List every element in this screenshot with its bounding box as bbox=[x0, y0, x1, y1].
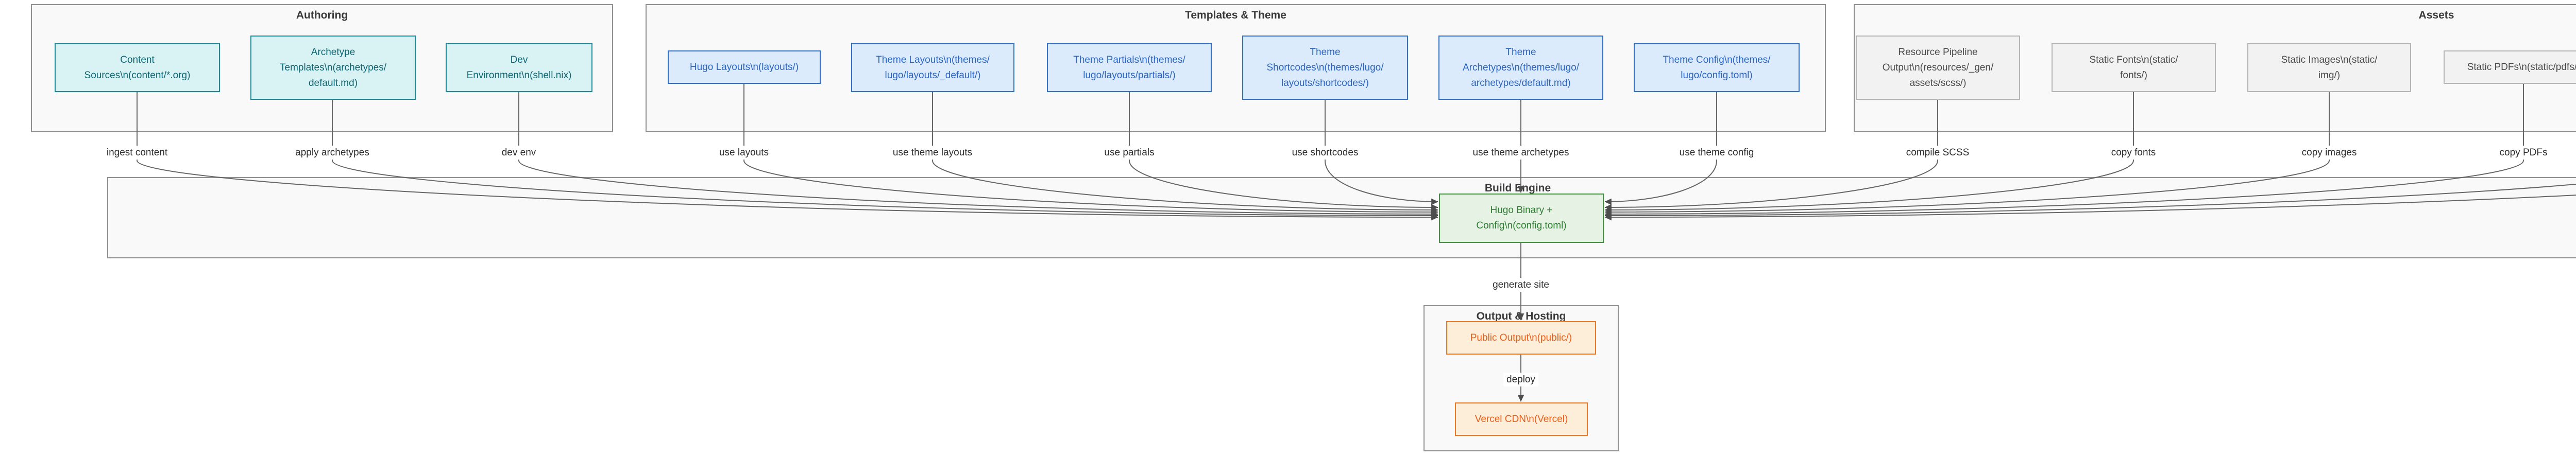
edge-label-compile-scss: compile SCSS bbox=[1903, 146, 1973, 160]
node-dev-environment: Dev Environment\n(shell.nix) bbox=[446, 43, 592, 92]
node-vercel-cdn: Vercel CDN\n(Vercel) bbox=[1455, 402, 1588, 436]
node-archetype-templates: Archetype Templates\n(archetypes/ defaul… bbox=[250, 36, 416, 100]
node-static-images: Static Images\n(static/ img/) bbox=[2247, 43, 2411, 92]
edge-label-use-shortcodes: use shortcodes bbox=[1289, 146, 1362, 160]
section-build-engine-title: Build Engine bbox=[1484, 182, 1551, 194]
section-authoring-title: Authoring bbox=[296, 9, 348, 21]
edge-label-apply-archetypes: apply archetypes bbox=[292, 146, 372, 160]
section-templates-theme-title: Templates & Theme bbox=[1185, 9, 1286, 21]
node-public-output: Public Output\n(public/) bbox=[1446, 321, 1596, 355]
node-resource-pipeline-output: Resource Pipeline Output\n(resources/_ge… bbox=[1856, 36, 2020, 100]
edge-label-use-partials: use partials bbox=[1101, 146, 1158, 160]
edge-label-use-theme-layouts: use theme layouts bbox=[889, 146, 976, 160]
edge-label-use-theme-archetypes: use theme archetypes bbox=[1469, 146, 1572, 160]
edge-label-use-layouts: use layouts bbox=[716, 146, 772, 160]
node-theme-config: Theme Config\n(themes/ lugo/config.toml) bbox=[1634, 43, 1800, 92]
section-build-engine: Build Engine bbox=[107, 177, 2576, 258]
edge-label-use-theme-config: use theme config bbox=[1676, 146, 1757, 160]
node-static-fonts: Static Fonts\n(static/ fonts/) bbox=[2052, 43, 2216, 92]
node-theme-partials: Theme Partials\n(themes/ lugo/layouts/pa… bbox=[1047, 43, 1212, 92]
node-hugo-binary-config: Hugo Binary + Config\n(config.toml) bbox=[1439, 194, 1604, 243]
edge-label-copy-fonts: copy fonts bbox=[2108, 146, 2159, 160]
node-static-pdfs: Static PDFs\n(static/pdfs/) bbox=[2444, 50, 2576, 84]
edge-label-deploy: deploy bbox=[1503, 373, 1538, 386]
node-theme-shortcodes: Theme Shortcodes\n(themes/lugo/ layouts/… bbox=[1242, 36, 1408, 100]
node-theme-layouts: Theme Layouts\n(themes/ lugo/layouts/_de… bbox=[851, 43, 1014, 92]
edge-label-copy-pdfs: copy PDFs bbox=[2496, 146, 2551, 160]
node-hugo-layouts: Hugo Layouts\n(layouts/) bbox=[668, 50, 821, 84]
edge-label-generate-site: generate site bbox=[1489, 278, 1552, 292]
edge-label-ingest-content: ingest content bbox=[103, 146, 171, 160]
section-assets-title: Assets bbox=[2418, 9, 2454, 21]
node-theme-archetypes: Theme Archetypes\n(themes/lugo/ archetyp… bbox=[1438, 36, 1603, 100]
edge-label-copy-images: copy images bbox=[2298, 146, 2360, 160]
edge-label-dev-env: dev env bbox=[498, 146, 539, 160]
node-content-sources: Content Sources\n(content/*.org) bbox=[55, 43, 220, 92]
